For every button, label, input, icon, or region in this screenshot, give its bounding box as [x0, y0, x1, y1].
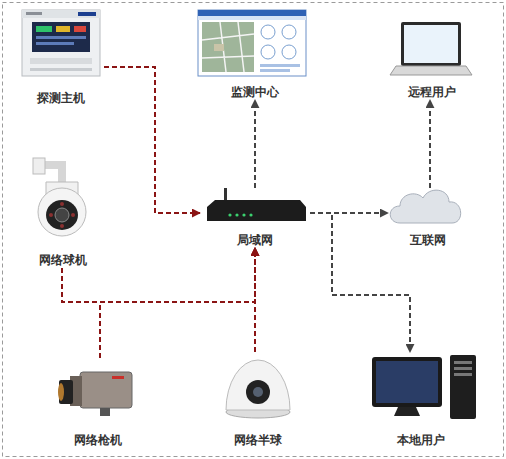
host-logo [78, 12, 96, 16]
mini-dome-illustration [226, 360, 290, 418]
dome-lens [253, 387, 263, 397]
drive-slot [454, 361, 472, 364]
device-label: 监测中心 [190, 84, 320, 100]
ir-led [60, 224, 64, 228]
device-node: 局域网 [200, 188, 310, 248]
router-body [207, 200, 306, 221]
router-antenna [224, 188, 227, 202]
laptop-screen [404, 25, 458, 63]
ir-led [60, 202, 64, 206]
cloud-shape [390, 190, 460, 223]
device-label: 网络球机 [18, 252, 108, 268]
monitor-stand [394, 407, 420, 416]
host-screen-line [36, 42, 74, 45]
dashed-connector [100, 248, 255, 358]
outer-border [3, 3, 504, 457]
dashed-connector [254, 248, 256, 352]
host-indicator [56, 26, 70, 32]
gauge [282, 25, 296, 39]
status-bar [260, 64, 300, 67]
camera-body [80, 372, 132, 408]
dome-lens-ring [246, 380, 270, 404]
monitor-center-illustration [198, 10, 306, 76]
device-label: 网络枪机 [48, 432, 148, 448]
host-top-strip [22, 10, 100, 18]
router-led [235, 213, 238, 216]
laptop-base [390, 66, 472, 75]
gauge [261, 45, 275, 59]
software-window [198, 10, 306, 76]
camera-window [46, 200, 78, 230]
desktop-illustration [372, 355, 476, 419]
dashed-connector [62, 248, 255, 302]
host-panel [30, 68, 92, 71]
camera-lens [59, 380, 73, 404]
lens-glass [58, 383, 64, 401]
device-node: 远程用户 [392, 16, 472, 100]
router-illustration [207, 188, 306, 221]
camera-logo [112, 376, 124, 379]
map-roads [202, 22, 254, 72]
window-menu-bar [198, 16, 306, 20]
wall-mount [33, 158, 45, 174]
device-label: 探测主机 [8, 90, 114, 106]
device-node: 互联网 [388, 188, 468, 248]
dashed-connector [310, 213, 410, 352]
host-screen [32, 22, 90, 52]
camera-mount [100, 408, 110, 416]
ir-led [71, 213, 75, 217]
gauge [282, 45, 296, 59]
drive-slot [454, 373, 472, 376]
bullet-camera-illustration [58, 372, 132, 416]
detector-host-illustration [22, 10, 100, 76]
device-label: 局域网 [190, 232, 320, 248]
device-label: 远程用户 [382, 84, 482, 100]
device-node: 探测主机 [18, 8, 104, 106]
host-indicator [36, 26, 52, 32]
device-label: 网络半球 [212, 432, 304, 448]
laptop-illustration [390, 22, 472, 75]
camera-dome [38, 188, 86, 236]
dashed-connector [429, 100, 431, 188]
status-bar [260, 69, 290, 72]
device-node: 网络半球 [222, 352, 294, 448]
device-label: 互联网 [378, 232, 478, 248]
device-node: 网络枪机 [58, 358, 138, 448]
laptop-lid [401, 22, 461, 66]
host-indicator [74, 26, 86, 32]
map-area [202, 22, 254, 72]
router-led [228, 213, 231, 216]
device-node: 本地用户 [365, 352, 477, 448]
device-node: 网络球机 [28, 160, 98, 268]
dashed-connector [104, 67, 200, 213]
router-led [242, 213, 245, 216]
gauge [261, 25, 275, 39]
host-screen-line [36, 36, 86, 39]
drive-slot [454, 367, 472, 370]
host-model-mark [26, 12, 42, 15]
device-label: 本地用户 [355, 432, 487, 448]
dashed-connector [310, 212, 388, 214]
host-panel [30, 58, 92, 64]
router-led [249, 213, 252, 216]
ir-led [49, 213, 53, 217]
monitor-screen [376, 361, 438, 403]
window-title-bar [198, 10, 306, 16]
host-case [22, 10, 100, 76]
pc-tower [450, 355, 476, 419]
dome-cover [226, 360, 290, 410]
dashed-connector [254, 100, 256, 188]
map-building [214, 44, 224, 51]
device-node: 监测中心 [200, 8, 310, 100]
speed-dome-illustration [33, 158, 86, 236]
monitor-frame [372, 357, 442, 407]
camera-lens [55, 208, 69, 222]
